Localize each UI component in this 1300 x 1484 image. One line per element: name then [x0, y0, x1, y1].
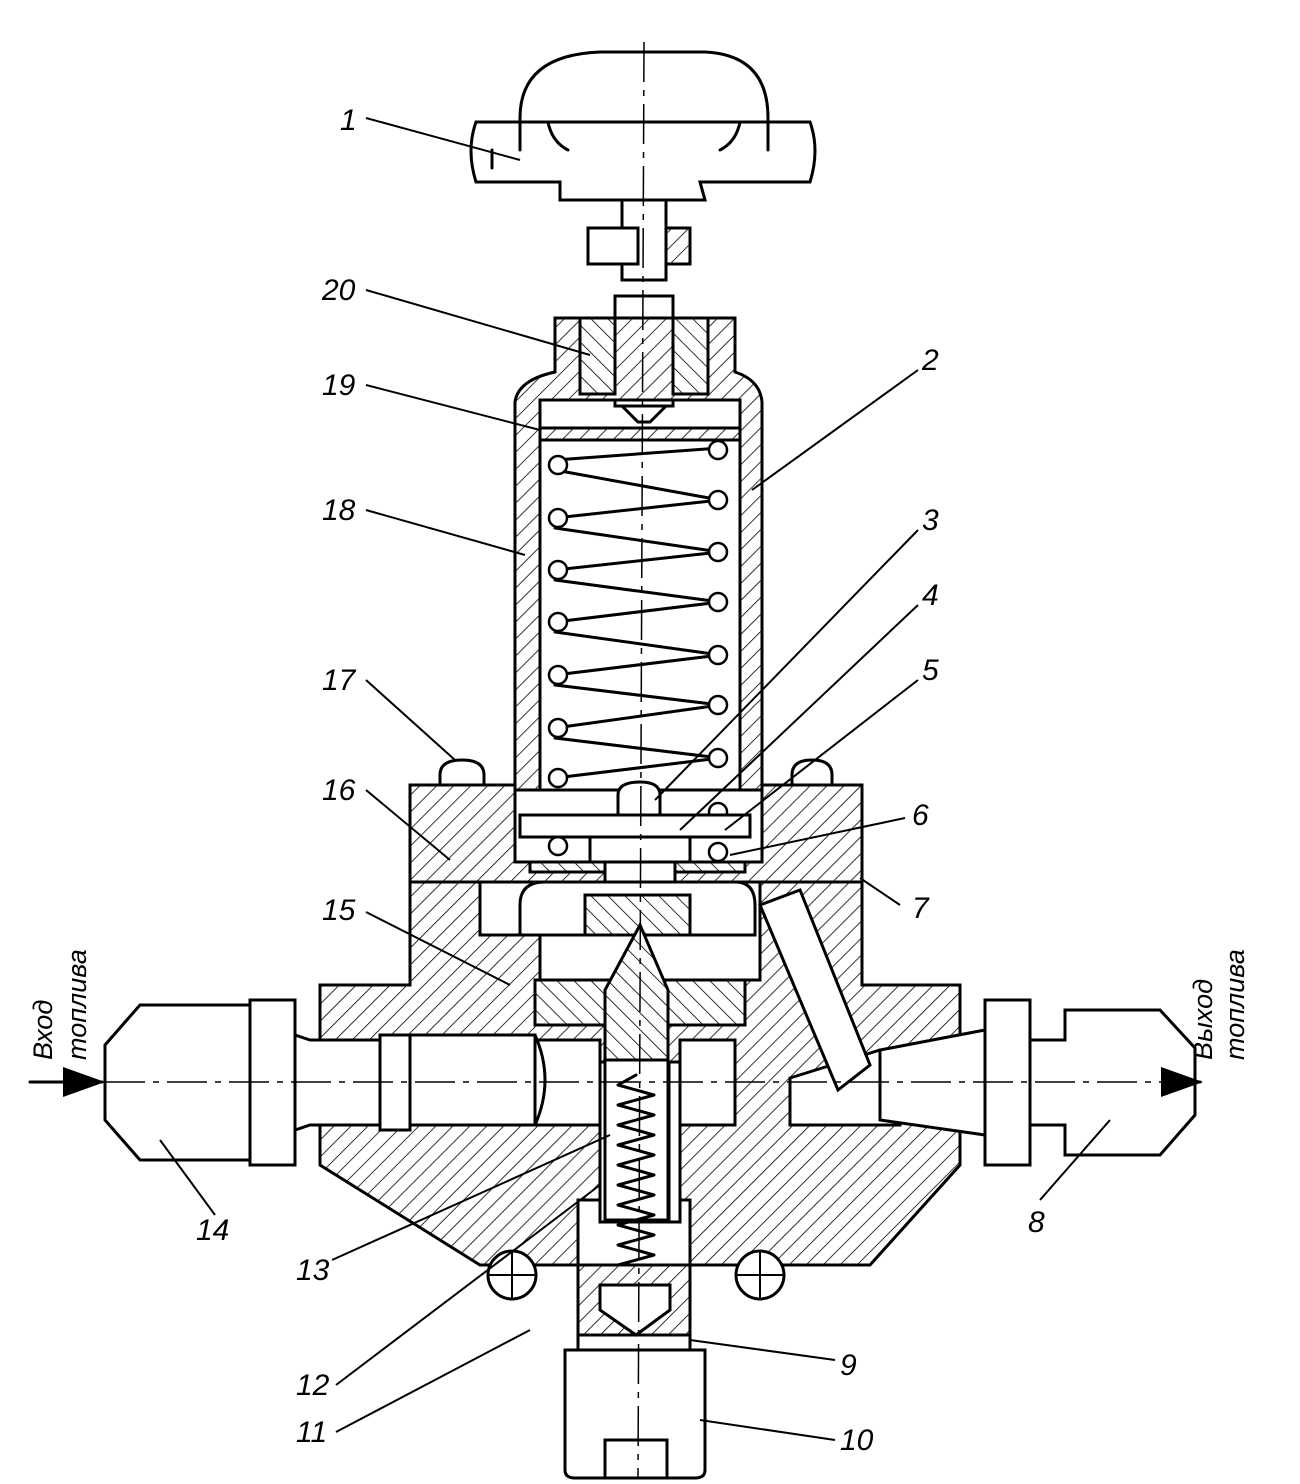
leader-lines [159, 117, 1111, 1441]
callout-18: 18 [322, 494, 356, 527]
callout-20: 20 [321, 274, 356, 307]
inlet-label-line2: топлива [62, 949, 92, 1060]
callout-7: 7 [912, 892, 930, 925]
callout-8: 8 [1028, 1206, 1045, 1239]
outlet-label: Выход топлива [1188, 949, 1250, 1060]
callout-15: 15 [322, 894, 356, 927]
outlet-label-line1: Выход [1188, 979, 1218, 1060]
vertical-center-axis [637, 41, 645, 1479]
callout-13: 13 [296, 1254, 330, 1287]
callout-6: 6 [912, 799, 929, 832]
body-lower [576, 1263, 692, 1337]
outlet-label-line2: топлива [1220, 949, 1250, 1060]
inlet-label-line1: Вход [28, 1000, 58, 1060]
callout-19: 19 [322, 369, 356, 402]
bottom-cap-nut [563, 1333, 707, 1480]
callout-10: 10 [840, 1424, 874, 1457]
callout-9: 9 [840, 1349, 857, 1382]
callout-17: 17 [322, 664, 357, 697]
spring-upper-plate [538, 426, 742, 442]
callout-3: 3 [922, 504, 939, 537]
inlet-label: Вход топлива [28, 949, 92, 1060]
callout-4: 4 [922, 579, 939, 612]
plunger-spring [616, 1073, 656, 1277]
callout-2: 2 [921, 344, 939, 377]
callout-14: 14 [196, 1214, 229, 1247]
callout-16: 16 [322, 774, 356, 807]
callout-labels: 1 2 3 4 5 6 7 8 9 10 11 12 13 14 15 16 1… [196, 104, 1045, 1457]
callout-1: 1 [340, 104, 357, 137]
callout-11: 11 [296, 1416, 327, 1449]
callout-5: 5 [922, 654, 939, 687]
callout-12: 12 [296, 1369, 330, 1402]
